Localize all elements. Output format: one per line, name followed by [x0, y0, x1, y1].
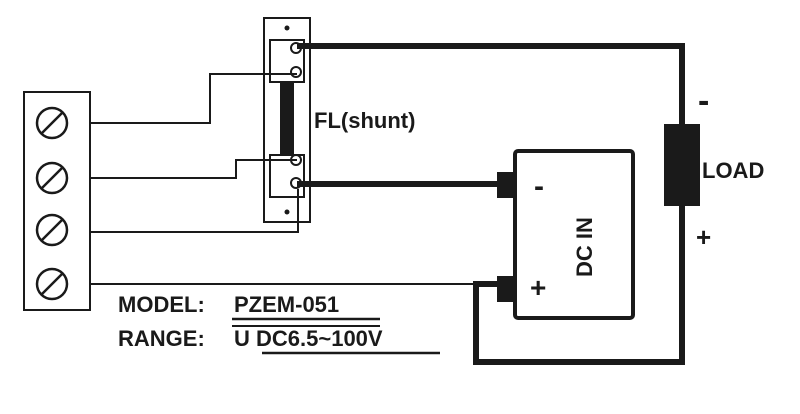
load-label: LOAD [702, 158, 764, 183]
load-resistor [664, 124, 700, 206]
dc-source [497, 149, 635, 320]
dc-source-plus-terminal [497, 276, 517, 302]
model-value: PZEM-051 [234, 292, 339, 317]
load-minus-sign: - [698, 82, 709, 120]
wire-terminal-1-to-shunt [89, 73, 297, 124]
terminal-screw-4 [35, 267, 69, 301]
dc-source-minus-sign: - [534, 170, 544, 203]
load-plus-sign: + [696, 222, 711, 252]
wire-load-to-source-plus [473, 203, 685, 365]
dc-source-label: DC IN [572, 217, 597, 277]
shunt-element [280, 82, 294, 155]
load-body [664, 124, 700, 206]
shunt-mount-hole-bottom [284, 209, 290, 215]
shunt-screw-2 [290, 66, 302, 78]
wire-terminal-3-to-shunt [89, 189, 299, 233]
model-key: MODEL: [118, 292, 205, 317]
range-value: U DC6.5~100V [234, 326, 383, 351]
model-info: MODEL: PZEM-051 RANGE: U DC6.5~100V [118, 292, 440, 355]
shunt-label: FL(shunt) [314, 108, 415, 133]
wire-terminal-2-to-shunt [89, 159, 297, 179]
terminal-screw-1 [35, 106, 69, 140]
power-wires [297, 43, 685, 365]
dc-source-minus-terminal [497, 172, 517, 198]
wire-shunt-to-load [297, 43, 685, 127]
dc-source-body [513, 149, 635, 320]
terminal-screw-3 [35, 213, 69, 247]
terminal-block [23, 91, 91, 311]
shunt-mount-hole-top [284, 25, 290, 31]
range-key: RANGE: [118, 326, 205, 351]
signal-wires [89, 73, 477, 285]
terminal-screw-2 [35, 161, 69, 195]
shunt-resistor [263, 17, 311, 223]
dc-source-plus-sign: + [530, 272, 546, 303]
